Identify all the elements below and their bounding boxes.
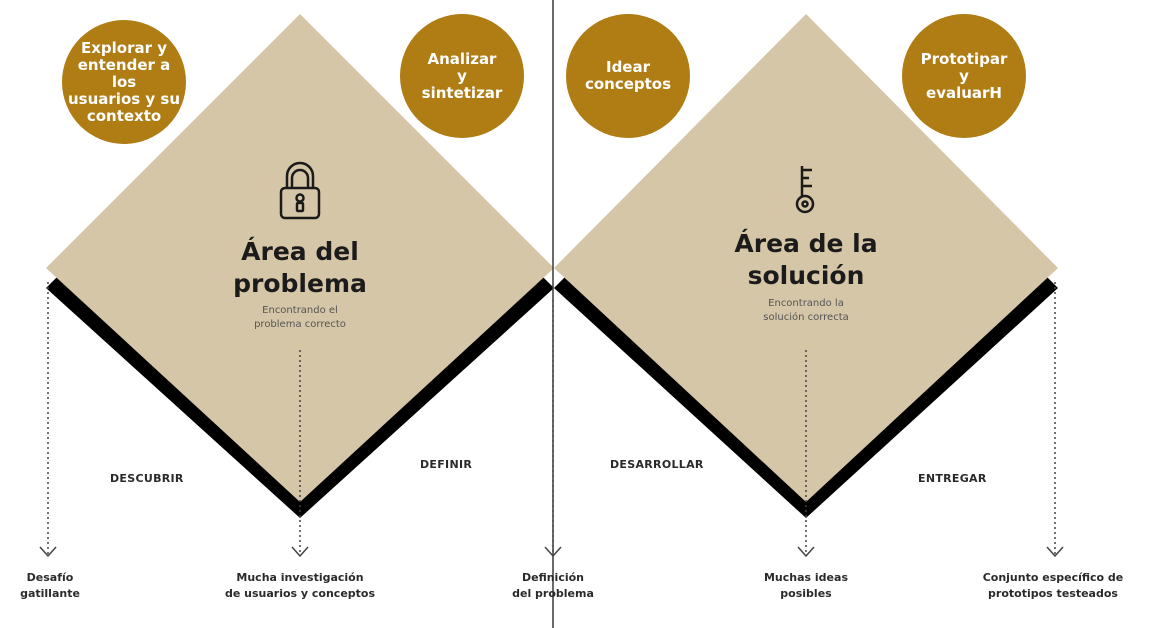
badge-prototype-line-1: Prototipar [920,49,1008,68]
badge-explore-line-3: usuarios y su [68,89,181,108]
badge-explore-line-2: entender a los [77,55,171,91]
dotted-arrows [39,282,1064,558]
badge-analyze-line-2: y [457,66,467,85]
problem-diamond [46,14,554,502]
badge-ideate-line-1: Idear [605,58,650,76]
arrow-end-head [1046,546,1064,558]
outcome-problem-definition-line-2: del problema [512,587,594,600]
phase-discover: DESCUBRIR [110,472,184,485]
badge-analyze-line-3: sintetizar [421,83,503,102]
outcome-possible-ideas-line-2: posibles [780,587,832,600]
badge-explore: Explorar y entender a los usuarios y su … [62,20,186,144]
problem-area-title-line-2: problema [233,269,367,298]
arrow-start-head [39,546,57,557]
outcome-trigger-challenge-line-2: gatillante [20,587,80,600]
problem-area-subtitle: Encontrando el problema correcto [215,304,385,332]
phase-define: DEFINIR [420,458,473,471]
badge-analyze: Analizar y sintetizar [400,14,524,138]
badge-analyze-line-1: Analizar [427,49,497,68]
solution-area-subtitle-line-2: solución correcta [763,312,849,323]
badge-explore-line-1: Explorar y [80,38,168,57]
padlock-icon [279,161,321,220]
solution-area-subtitle-line-1: Encontrando la [768,298,844,309]
solution-area-subtitle: Encontrando la solución correcta [721,297,891,325]
badge-prototype: Prototipar y evaluarH [902,14,1026,138]
problem-area-title: Área del problema [200,236,400,300]
phase-develop: DESARROLLAR [610,458,704,471]
arrow-ideas-head [797,546,815,558]
outcome-possible-ideas-line-1: Muchas ideas [763,571,848,584]
problem-area-subtitle-line-1: Encontrando el [262,305,338,316]
problem-area-title-line-1: Área del [241,237,359,266]
outcome-user-research-line-2: de usuarios y conceptos [224,587,376,600]
arrow-problem-head [291,546,309,558]
outcome-problem-definition-line-1: Definición [521,571,585,584]
solution-diamond [554,14,1058,502]
outcome-tested-prototypes-line-1: Conjunto específico de [982,571,1124,584]
solution-area-title-line-2: solución [747,261,865,290]
arrow-define-head [544,546,562,558]
outcome-user-research-line-1: Mucha investigación [236,571,364,584]
outcome-user-research: Mucha investigación de usuarios y concep… [200,570,400,602]
outcome-tested-prototypes: Conjunto específico de prototipos testea… [958,570,1148,602]
outcome-trigger-challenge: Desafío gatillante [10,570,90,602]
badge-explore-line-4: contexto [86,106,162,125]
badge-prototype-line-2: y [959,66,969,85]
outcome-trigger-challenge-line-1: Desafío [26,571,74,584]
key-icon [795,166,815,214]
solution-area-title-line-1: Área de la [734,229,878,258]
outcome-possible-ideas: Muchas ideas posibles [746,570,866,602]
outcome-tested-prototypes-line-2: prototipos testeados [988,587,1118,600]
outcome-problem-definition: Definición del problema [493,570,613,602]
phase-deliver: ENTREGAR [918,472,987,485]
badge-ideate-line-2: conceptos [584,75,672,93]
problem-area-subtitle-line-2: problema correcto [254,319,346,330]
badge-ideate: Idear conceptos [566,14,690,138]
solution-area-title: Área de la solución [706,228,906,292]
badge-prototype-line-3: evaluarH [926,83,1002,102]
